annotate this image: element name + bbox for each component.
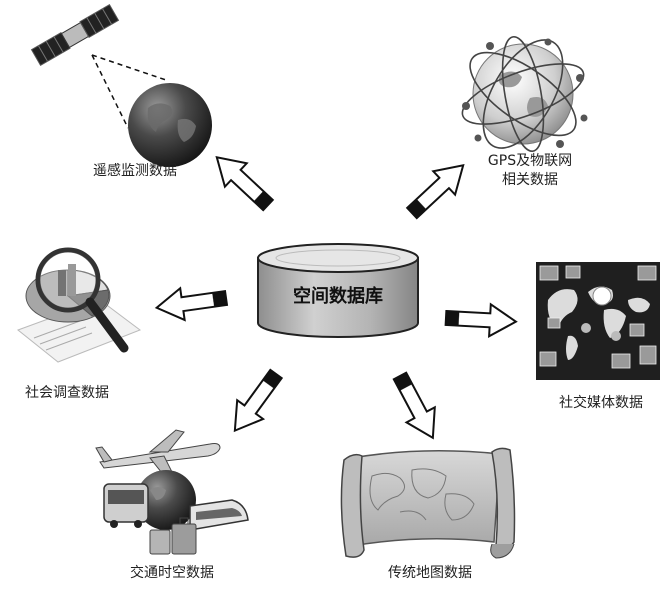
- database-cylinder-icon: [257, 243, 419, 338]
- social-media-label: 社交媒体数据: [559, 395, 643, 411]
- transport-collage-icon: [95, 429, 249, 555]
- arrow-to-gps-iot: [405, 163, 465, 220]
- arrow-to-traditional-map: [392, 371, 436, 440]
- arrow-to-survey: [154, 286, 229, 322]
- gps-iot-label: GPS及物联网 相关数据: [480, 152, 580, 190]
- gps-iot-label-line1: GPS及物联网: [487, 153, 573, 169]
- network-globe-icon: [461, 35, 588, 153]
- map-scroll-icon: [340, 447, 516, 559]
- social-media-map-icon: [536, 262, 660, 380]
- arrow-to-transport: [233, 368, 284, 433]
- center-database-label: 空间数据库: [293, 286, 383, 307]
- survey-label: 社会调查数据: [25, 385, 109, 401]
- traditional-map-label: 传统地图数据: [388, 565, 472, 581]
- survey-chart-magnifier-icon: [16, 247, 142, 363]
- transport-label: 交通时空数据: [130, 565, 214, 581]
- remote-sensing-label: 遥感监测数据: [93, 163, 177, 179]
- satellite-earth-icon: [30, 4, 212, 167]
- arrow-to-remote-sensing: [215, 155, 275, 212]
- arrow-to-social-media: [444, 302, 518, 339]
- gps-iot-label-line2: 相关数据: [502, 172, 558, 188]
